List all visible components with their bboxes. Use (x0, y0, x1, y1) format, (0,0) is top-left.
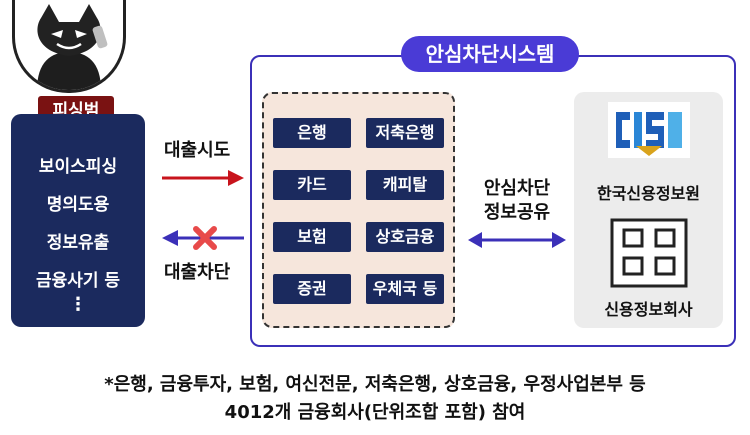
credit-bureau-label: 신용정보회사 (604, 300, 693, 319)
info-share-label-2: 정보공유 (483, 202, 551, 223)
footnote-line-2: 4012개 금융회사(단위조합 포함) 참여 (224, 402, 526, 423)
info-share-label-1: 안심차단 (483, 178, 551, 199)
phishing-criminal-avatar (12, 0, 126, 93)
institution-mutual-finance: 상호금융 (366, 222, 444, 252)
loan-attempt-label: 대출시도 (164, 140, 231, 161)
institution-capital: 캐피탈 (366, 170, 444, 200)
credit-bureau-box: 한국신용정보원 신용정보회사 (574, 92, 723, 328)
loan-attempt-arrow (162, 170, 244, 186)
institution-post-office: 우체국 등 (366, 274, 444, 304)
footnote-line-1: *은행, 금융투자, 보험, 여신전문, 저축은행, 상호금융, 우정사업본부 … (104, 374, 646, 395)
institution-card: 카드 (273, 170, 351, 200)
loan-block-arrow (162, 226, 244, 250)
method-data-leak: 정보유출 (46, 233, 110, 253)
more-dots: ⋮ (69, 294, 87, 315)
method-financial-fraud: 금융사기 등 (35, 271, 121, 291)
financial-institutions-box: 은행 저축은행 카드 캐피탈 보험 상호금융 증권 우체국 등 (262, 92, 455, 328)
block-x-icon (193, 226, 217, 250)
method-voice-phishing: 보이스피싱 (38, 157, 118, 177)
info-share-double-arrow (468, 232, 566, 248)
building-icon (610, 218, 688, 288)
institution-securities: 증권 (273, 274, 351, 304)
institution-insurance: 보험 (273, 222, 351, 252)
safe-block-system-title: 안심차단시스템 (401, 36, 579, 72)
kcis-logo-icon (608, 102, 690, 158)
method-identity-theft: 명의도용 (46, 195, 110, 215)
institution-savings-bank: 저축은행 (366, 118, 444, 148)
phishing-cat-icon (37, 4, 108, 90)
loan-block-label: 대출차단 (164, 262, 231, 283)
institution-bank: 은행 (273, 118, 351, 148)
phishing-methods-panel: 보이스피싱 명의도용 정보유출 금융사기 등 ⋮ (11, 114, 145, 327)
kcis-label: 한국신용정보원 (596, 184, 701, 203)
